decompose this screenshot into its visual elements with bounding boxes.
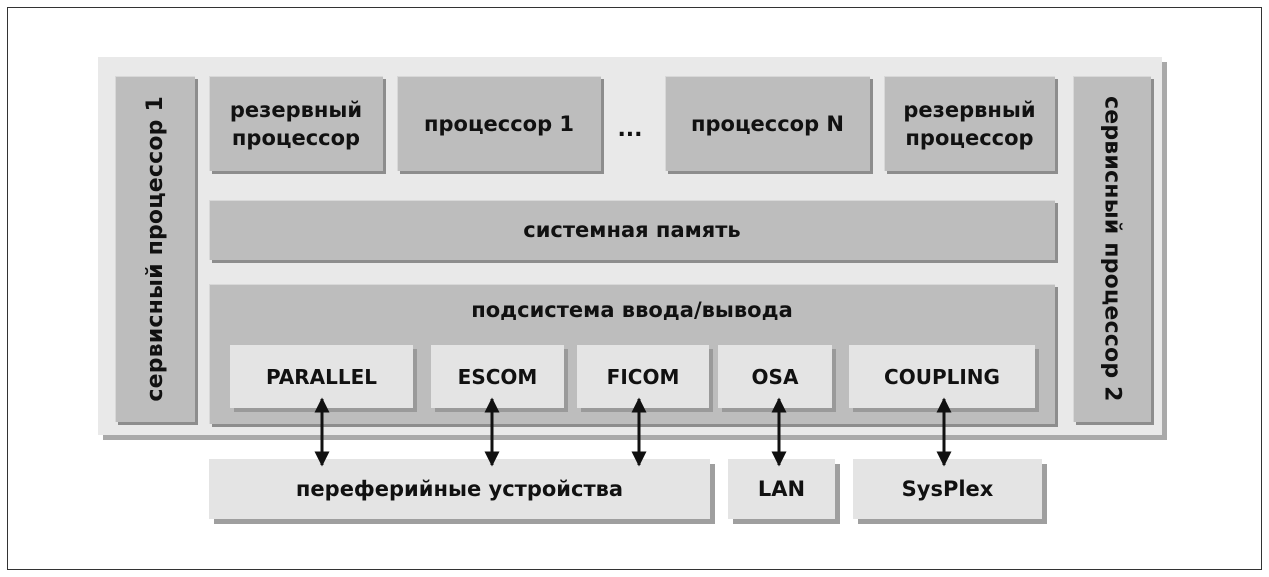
channel-parallel-label: PARALLEL <box>265 364 378 389</box>
processor-ellipsis: ... <box>617 117 643 142</box>
service-processor-2: сервисный процессор 2 <box>1073 76 1151 422</box>
processor-n-label: процессор N <box>690 111 845 136</box>
spare-processor-left: резервный процессор <box>209 76 383 171</box>
io-subsystem-title: подсистема ввода/вывода <box>471 298 793 322</box>
peripheral-devices: переферийные устройства <box>209 459 710 519</box>
processor-1-label: процессор 1 <box>423 111 575 136</box>
lan-label: LAN <box>757 477 806 501</box>
spare-processor-right: резервный процессор <box>884 76 1055 171</box>
system-memory: системная память <box>209 200 1055 260</box>
spare-processor-left-line1: резервный <box>229 97 363 122</box>
processor-n: процессор N <box>665 76 870 171</box>
lan-box: LAN <box>728 459 835 519</box>
spare-processor-right-line2: процессор <box>905 125 1034 150</box>
channel-coupling: COUPLING <box>849 345 1035 408</box>
channel-osa-label: OSA <box>751 364 799 389</box>
channel-coupling-label: COUPLING <box>884 364 1000 389</box>
spare-processor-right-line1: резервный <box>903 97 1036 122</box>
service-processor-2-label: сервисный процессор 2 <box>1099 96 1125 402</box>
peripheral-devices-label: переферийные устройства <box>295 477 624 501</box>
system-memory-label: системная память <box>523 218 741 242</box>
channel-escom-label: ESCOM <box>457 364 538 389</box>
processor-1: процессор 1 <box>397 76 601 171</box>
spare-processor-left-line2: процессор <box>231 125 361 150</box>
channel-ficom-label: FICOM <box>606 364 680 389</box>
service-processor-1: сервисный процессор 1 <box>115 76 195 422</box>
sysplex-label: SysPlex <box>901 477 994 501</box>
sysplex-box: SysPlex <box>853 459 1042 519</box>
